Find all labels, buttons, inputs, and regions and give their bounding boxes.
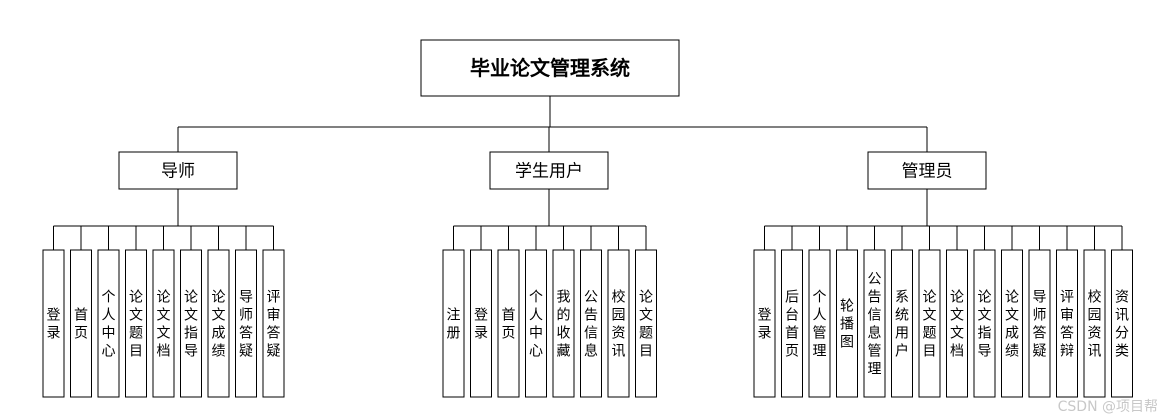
- group-0-leaf-4-box: [152, 249, 175, 398]
- group-1-leaf-4-label: 我的收藏: [557, 290, 571, 360]
- group-1-box: [489, 151, 609, 190]
- watermark-text: CSDN @项目帮: [1057, 399, 1158, 415]
- group-2-leaf-11-label: 评审答辩: [1060, 290, 1074, 360]
- group-0-leaf-7-label: 导师答疑: [239, 290, 253, 360]
- group-2-leaf-7-box: [946, 249, 968, 398]
- group-2-leaf-0-box: [753, 249, 776, 398]
- group-2-leaf-10-label: 导师答疑: [1033, 290, 1047, 360]
- group-2-leaf-9-label: 论文成绩: [1005, 290, 1019, 360]
- group-2-leaf-5-box: [891, 249, 913, 398]
- group-1-leaf-5-box: [580, 249, 602, 398]
- group-0-leaf-7-box: [235, 249, 257, 398]
- group-1-leaf-3-label: 个人中心: [529, 290, 543, 360]
- group-2-leaf-13-label: 资讯分类: [1115, 290, 1129, 360]
- group-0-leaf-1-label: 首页: [74, 308, 88, 342]
- group-1-leaf-2-label: 首页: [502, 308, 516, 342]
- group-2-leaf-13-box: [1111, 249, 1133, 398]
- group-2-leaf-12-label: 校园资讯: [1088, 289, 1102, 360]
- group-0-leaf-2-box: [97, 249, 120, 398]
- group-0-box: [118, 151, 238, 190]
- group-1-leaf-0-box: [442, 249, 465, 398]
- group-1-leaf-6-label: 校园资讯: [612, 289, 626, 360]
- group-2-leaf-0-label: 登录: [758, 308, 772, 342]
- group-1-leaf-1-box: [470, 249, 492, 398]
- group-2-leaf-6-box: [918, 249, 941, 398]
- group-1-leaf-1-label: 登录: [474, 308, 488, 342]
- diagram-nodes: 毕业论文管理系统导师登录首页个人中心论文题目论文文档论文指导论文成绩导师答疑评审…: [42, 39, 1133, 398]
- group-0-label: 导师: [161, 162, 195, 182]
- group-0-leaf-5-box: [180, 249, 202, 398]
- group-2-leaf-7-label: 论文文档: [950, 290, 964, 360]
- group-2-leaf-10-box: [1028, 249, 1051, 398]
- group-2-leaf-1-box: [781, 249, 803, 398]
- group-1-leaf-5-label: 公告信息: [584, 290, 598, 360]
- group-2-leaf-2-box: [808, 249, 831, 398]
- root-node-label: 毕业论文管理系统: [470, 56, 630, 80]
- group-2-label: 管理员: [902, 162, 953, 182]
- group-2-leaf-3-label: 轮播图: [840, 299, 854, 351]
- group-2-leaf-3-box: [836, 249, 858, 398]
- group-0-leaf-4-label: 论文文档: [157, 290, 171, 360]
- group-2-leaf-4-box: [863, 249, 886, 398]
- group-0-leaf-3-box: [125, 249, 147, 398]
- group-0-leaf-6-box: [207, 249, 230, 398]
- group-1-leaf-3-box: [525, 249, 547, 398]
- group-0-leaf-2-label: 个人中心: [102, 290, 116, 360]
- group-1-leaf-7-label: 论文题目: [639, 290, 653, 360]
- group-2-leaf-12-box: [1083, 249, 1106, 398]
- group-2-leaf-9-box: [1001, 249, 1023, 398]
- group-0-leaf-0-label: 登录: [47, 308, 61, 342]
- group-2-leaf-5-label: 系统用户: [895, 290, 909, 360]
- group-1-leaf-2-box: [497, 249, 520, 398]
- group-1-leaf-6-box: [607, 249, 630, 398]
- group-1-label: 学生用户: [515, 162, 583, 182]
- group-2-leaf-4-label: 公告信息管理: [868, 272, 882, 378]
- group-0-leaf-8-label: 评审答疑: [267, 290, 281, 360]
- group-2-leaf-6-label: 论文题目: [923, 290, 937, 360]
- group-0-leaf-8-box: [262, 249, 285, 398]
- connector-lines: [53, 96, 1123, 250]
- group-0-leaf-6-label: 论文成绩: [212, 290, 226, 360]
- group-2-leaf-8-label: 论文指导: [978, 290, 992, 360]
- group-0-leaf-0-box: [42, 249, 65, 398]
- group-0-leaf-5-label: 论文指导: [184, 290, 198, 360]
- group-2-leaf-1-label: 后台首页: [785, 290, 799, 360]
- group-1-leaf-4-box: [552, 249, 575, 398]
- group-2-box: [867, 151, 987, 190]
- group-0-leaf-1-box: [70, 249, 92, 398]
- root-node-box: [420, 39, 680, 97]
- group-1-leaf-7-box: [635, 249, 657, 398]
- group-2-leaf-8-box: [973, 249, 996, 398]
- group-1-leaf-0-label: 注册: [447, 308, 461, 342]
- group-2-leaf-11-box: [1056, 249, 1078, 398]
- group-2-leaf-2-label: 个人管理: [813, 290, 827, 360]
- group-0-leaf-3-label: 论文题目: [129, 290, 143, 360]
